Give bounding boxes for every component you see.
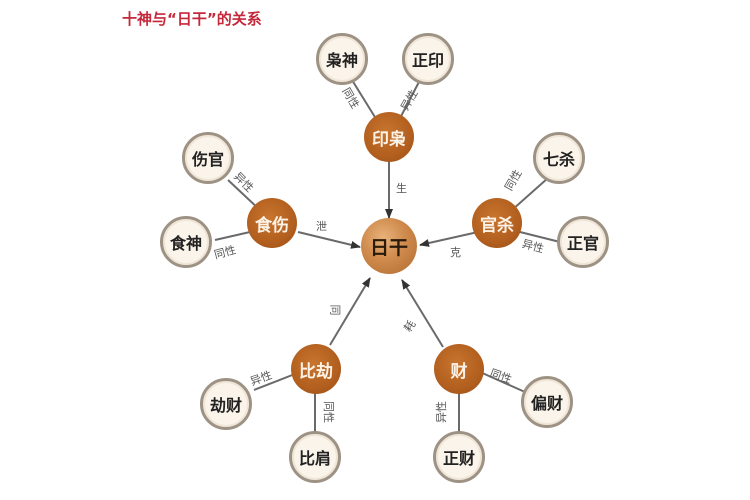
hub-label: 官杀	[480, 215, 514, 236]
hub-node-yinxiao: 印枭	[364, 112, 414, 162]
leaf-label: 枭神	[325, 51, 358, 70]
leaf-node-zhengcai: 正财	[433, 431, 485, 483]
leaf-node-shangguan: 伤官	[182, 132, 234, 184]
hub-node-shishang: 食伤	[247, 198, 297, 248]
leaf-node-xiaoshen: 枭神	[316, 33, 368, 85]
hub-node-cai: 财	[434, 344, 484, 394]
hub-label: 财	[450, 361, 468, 382]
hub-node-bijie: 比劫	[291, 344, 341, 394]
leaf-node-piancai: 偏财	[521, 376, 573, 428]
leaf-node-zhengyin: 正印	[402, 33, 454, 85]
diagram-title: 十神与“日干”的关系	[122, 10, 262, 28]
hub-label: 比劫	[299, 361, 333, 382]
hub-node-guansha: 官杀	[472, 198, 522, 248]
leaf-node-shishen: 食神	[160, 216, 212, 268]
relation-label: 泄	[316, 220, 327, 233]
leaf-label: 正财	[442, 449, 475, 468]
leaf-label: 七杀	[542, 150, 575, 169]
hub-label: 印枭	[372, 129, 406, 150]
leaf-label: 正印	[411, 51, 444, 70]
leaf-label: 食神	[169, 234, 202, 253]
link-label: 异性	[435, 401, 448, 423]
hub-label: 食伤	[255, 215, 289, 236]
leaf-label: 正官	[566, 234, 599, 253]
leaf-node-bijian: 比肩	[289, 431, 341, 483]
relation-label: 生	[396, 182, 407, 195]
leaf-label: 比肩	[298, 449, 331, 468]
leaf-node-jiecai: 劫财	[200, 378, 252, 430]
leaf-label: 劫财	[209, 396, 242, 415]
leaf-node-zhengguan: 正官	[557, 216, 609, 268]
center-node-rigan: 日干	[361, 218, 417, 274]
relation-label: 同	[328, 304, 342, 316]
link-label: 同性	[322, 401, 335, 423]
leaf-node-qisha: 七杀	[533, 132, 585, 184]
relation-label: 克	[450, 246, 461, 259]
center-label: 日干	[369, 236, 408, 259]
leaf-label: 偏财	[530, 394, 563, 413]
leaf-label: 伤官	[191, 150, 224, 169]
